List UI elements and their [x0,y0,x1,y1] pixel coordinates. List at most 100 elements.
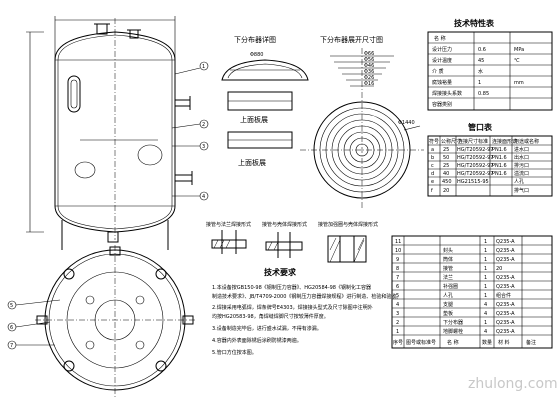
part-qty-2: 1 [484,320,487,326]
balloon-5: 5 [10,303,13,309]
part-mat-5: 组合件 [496,292,511,299]
parts-header-0: 序号 [393,339,403,346]
spec-r4-c0: 焊接接头系数 [432,90,462,97]
nozzle-r1-c3: PN1.6 [492,155,507,161]
dim-d5: Φ26 [364,75,374,81]
spec-header-0: 名 称 [434,35,446,42]
nozzle-r2-c4: 排污口 [514,162,529,169]
spec-r5-c0: 容器类别 [432,101,452,108]
note-line-3: 2.焊接采用电弧焊，焊条牌号E4303，焊接接头型式及尺寸除图中注明外 [212,304,373,311]
note-line-6: 4.容器内外表面除锈后涂刷防锈漆两遍。 [212,337,302,344]
nozzle-r2-c0: c [431,163,434,169]
spec-r2-c0: 介 质 [432,68,444,75]
spec-r0-c2: MPa [514,47,524,53]
nozzle-table: 管口表 符号 公称尺寸 连接尺寸标准 连接面形式 用途或名称 a 25 HG/T… [427,122,553,197]
balloon-4: 4 [202,194,205,200]
part-name-1: 地脚螺栓 [443,328,463,335]
watermark: zhulong.com [468,376,558,392]
dim-d7: Φ1440 [398,120,415,126]
nozzle-r3-c0: d [431,171,434,177]
vessel-elevation [26,16,201,250]
part-mat-7: Q235-A [496,275,515,281]
spec-r1-c0: 设计温度 [432,57,452,64]
note-line-7: 5.管口方位按本图。 [212,349,257,356]
part-no-2: 2 [396,320,399,326]
nozzle-header-3: 连接面形式 [492,138,517,145]
note-line-5: 3.设备制造完毕后，进行盛水试漏，不得有渗漏。 [212,325,322,332]
spec-r4-c1: 0.85 [478,91,489,97]
part-no-9: 9 [396,257,399,263]
spec-r3-c2: mm [514,80,524,86]
dim-w1: Φ880 [250,52,263,58]
part-mat-3: Q235-A [496,311,515,317]
part-qty-10: 1 [484,248,487,254]
nozzle-table-title: 管口表 [468,122,493,132]
nozzle-r3-c1: 40 [443,171,449,177]
part-mat-9: Q235-A [496,257,515,263]
parts-list: 11 1 Q235-A 10 封头 1 Q235-A 9 筒体 1 Q235-A… [391,235,553,349]
part-no-1: 1 [396,329,399,335]
part-qty-11: 1 [484,239,487,245]
detail-distributor-layout: 下分布器展开尺寸图 Φ66 Φ56 Φ46 Φ36 Φ26 Φ16 Φ1440 [300,35,424,210]
parts-header-2: 名 称 [447,339,459,346]
parts-header-3: 数量 [482,339,492,346]
part-qty-8: 1 [484,266,487,272]
part-name-5: 人孔 [443,292,453,299]
part-mat-4: Q235-A [496,302,515,308]
part-no-6: 6 [396,284,399,290]
nozzle-r5-c0: f [431,188,433,194]
nozzle-r5-c1: 20 [443,188,449,194]
detail-b-title: 下分布器展开尺寸图 [320,35,383,44]
part-name-6: 补强圈 [443,283,458,290]
spec-r2-c1: 水 [478,68,483,75]
nozzle-r0-c2: HG/T20592-97 [457,147,493,153]
nozzle-r2-c1: 25 [443,163,449,169]
notes-title: 技术要求 [264,267,297,277]
part-name-8: 接管 [443,265,453,272]
nozzle-r3-c2: HG/T20592-97 [457,171,493,177]
note-line-1: 1.本设备按GB150-98《钢制压力容器》、HG20584-98《钢制化工容器 [212,284,371,291]
part-name-7: 法兰 [443,274,453,281]
part-name-3: 垫板 [443,310,453,317]
nozzle-r1-c2: HG/T20592-97 [457,155,493,161]
part-qty-4: 4 [484,302,487,308]
nozzle-r2-c2: HG/T20592-97 [457,163,493,169]
spec-r0-c1: 0.6 [478,47,486,53]
dim-d3: Φ46 [364,63,374,69]
weld-details: 接管与法兰焊接形式 接管与壳体焊接形式 接管加强圈与壳体焊接形式 [206,221,378,263]
balloon-7: 7 [10,343,13,349]
part-mat-11: Q235-A [496,239,515,245]
dim-d1: Φ66 [364,51,374,57]
note-line-4: 均按HG20583-98，角焊缝焊脚尺寸按较薄件厚度。 [212,313,329,320]
dim-d2: Φ56 [364,57,374,63]
spec-r1-c1: 45 [478,58,484,64]
parts-header-4: 材 料 [498,339,510,346]
spec-r1-c2: ℃ [514,58,520,64]
balloon-6: 6 [10,325,13,331]
parts-header-5: 备注 [526,339,536,346]
weld-title-3: 接管加强圈与壳体焊接形式 [318,221,378,228]
dim-d4: Φ36 [364,69,374,75]
part-no-5: 5 [396,293,399,299]
nozzle-header-1: 公称尺寸 [441,138,461,145]
balloon-3: 3 [202,144,205,150]
dim-d6: Φ16 [364,81,374,87]
part-mat-6: Q235-A [496,284,515,290]
part-no-3: 3 [396,311,399,317]
nozzle-r3-c4: 溢流口 [514,170,529,177]
nozzle-r4-c2: HG21515-95 [457,179,489,185]
detail-a-title: 下分布器详图 [234,35,276,44]
spec-r3-c1: 1 [478,80,481,86]
nozzle-r0-c0: a [431,147,434,153]
weld-title-2: 接管与壳体焊接形式 [262,221,307,228]
nozzle-r0-c4: 进水口 [514,146,529,153]
nozzle-r4-c0: e [431,179,434,185]
part-name-4: 支腿 [443,301,453,308]
part-qty-5: 1 [484,293,487,299]
label-lower: 上面板展 [238,158,266,167]
part-mat-8: 20 [496,266,502,272]
balloon-2: 2 [202,122,205,128]
nozzle-r1-c4: 出水口 [514,154,529,161]
nozzle-r1-c1: 50 [443,155,449,161]
label-upper: 上面板展 [240,115,268,124]
